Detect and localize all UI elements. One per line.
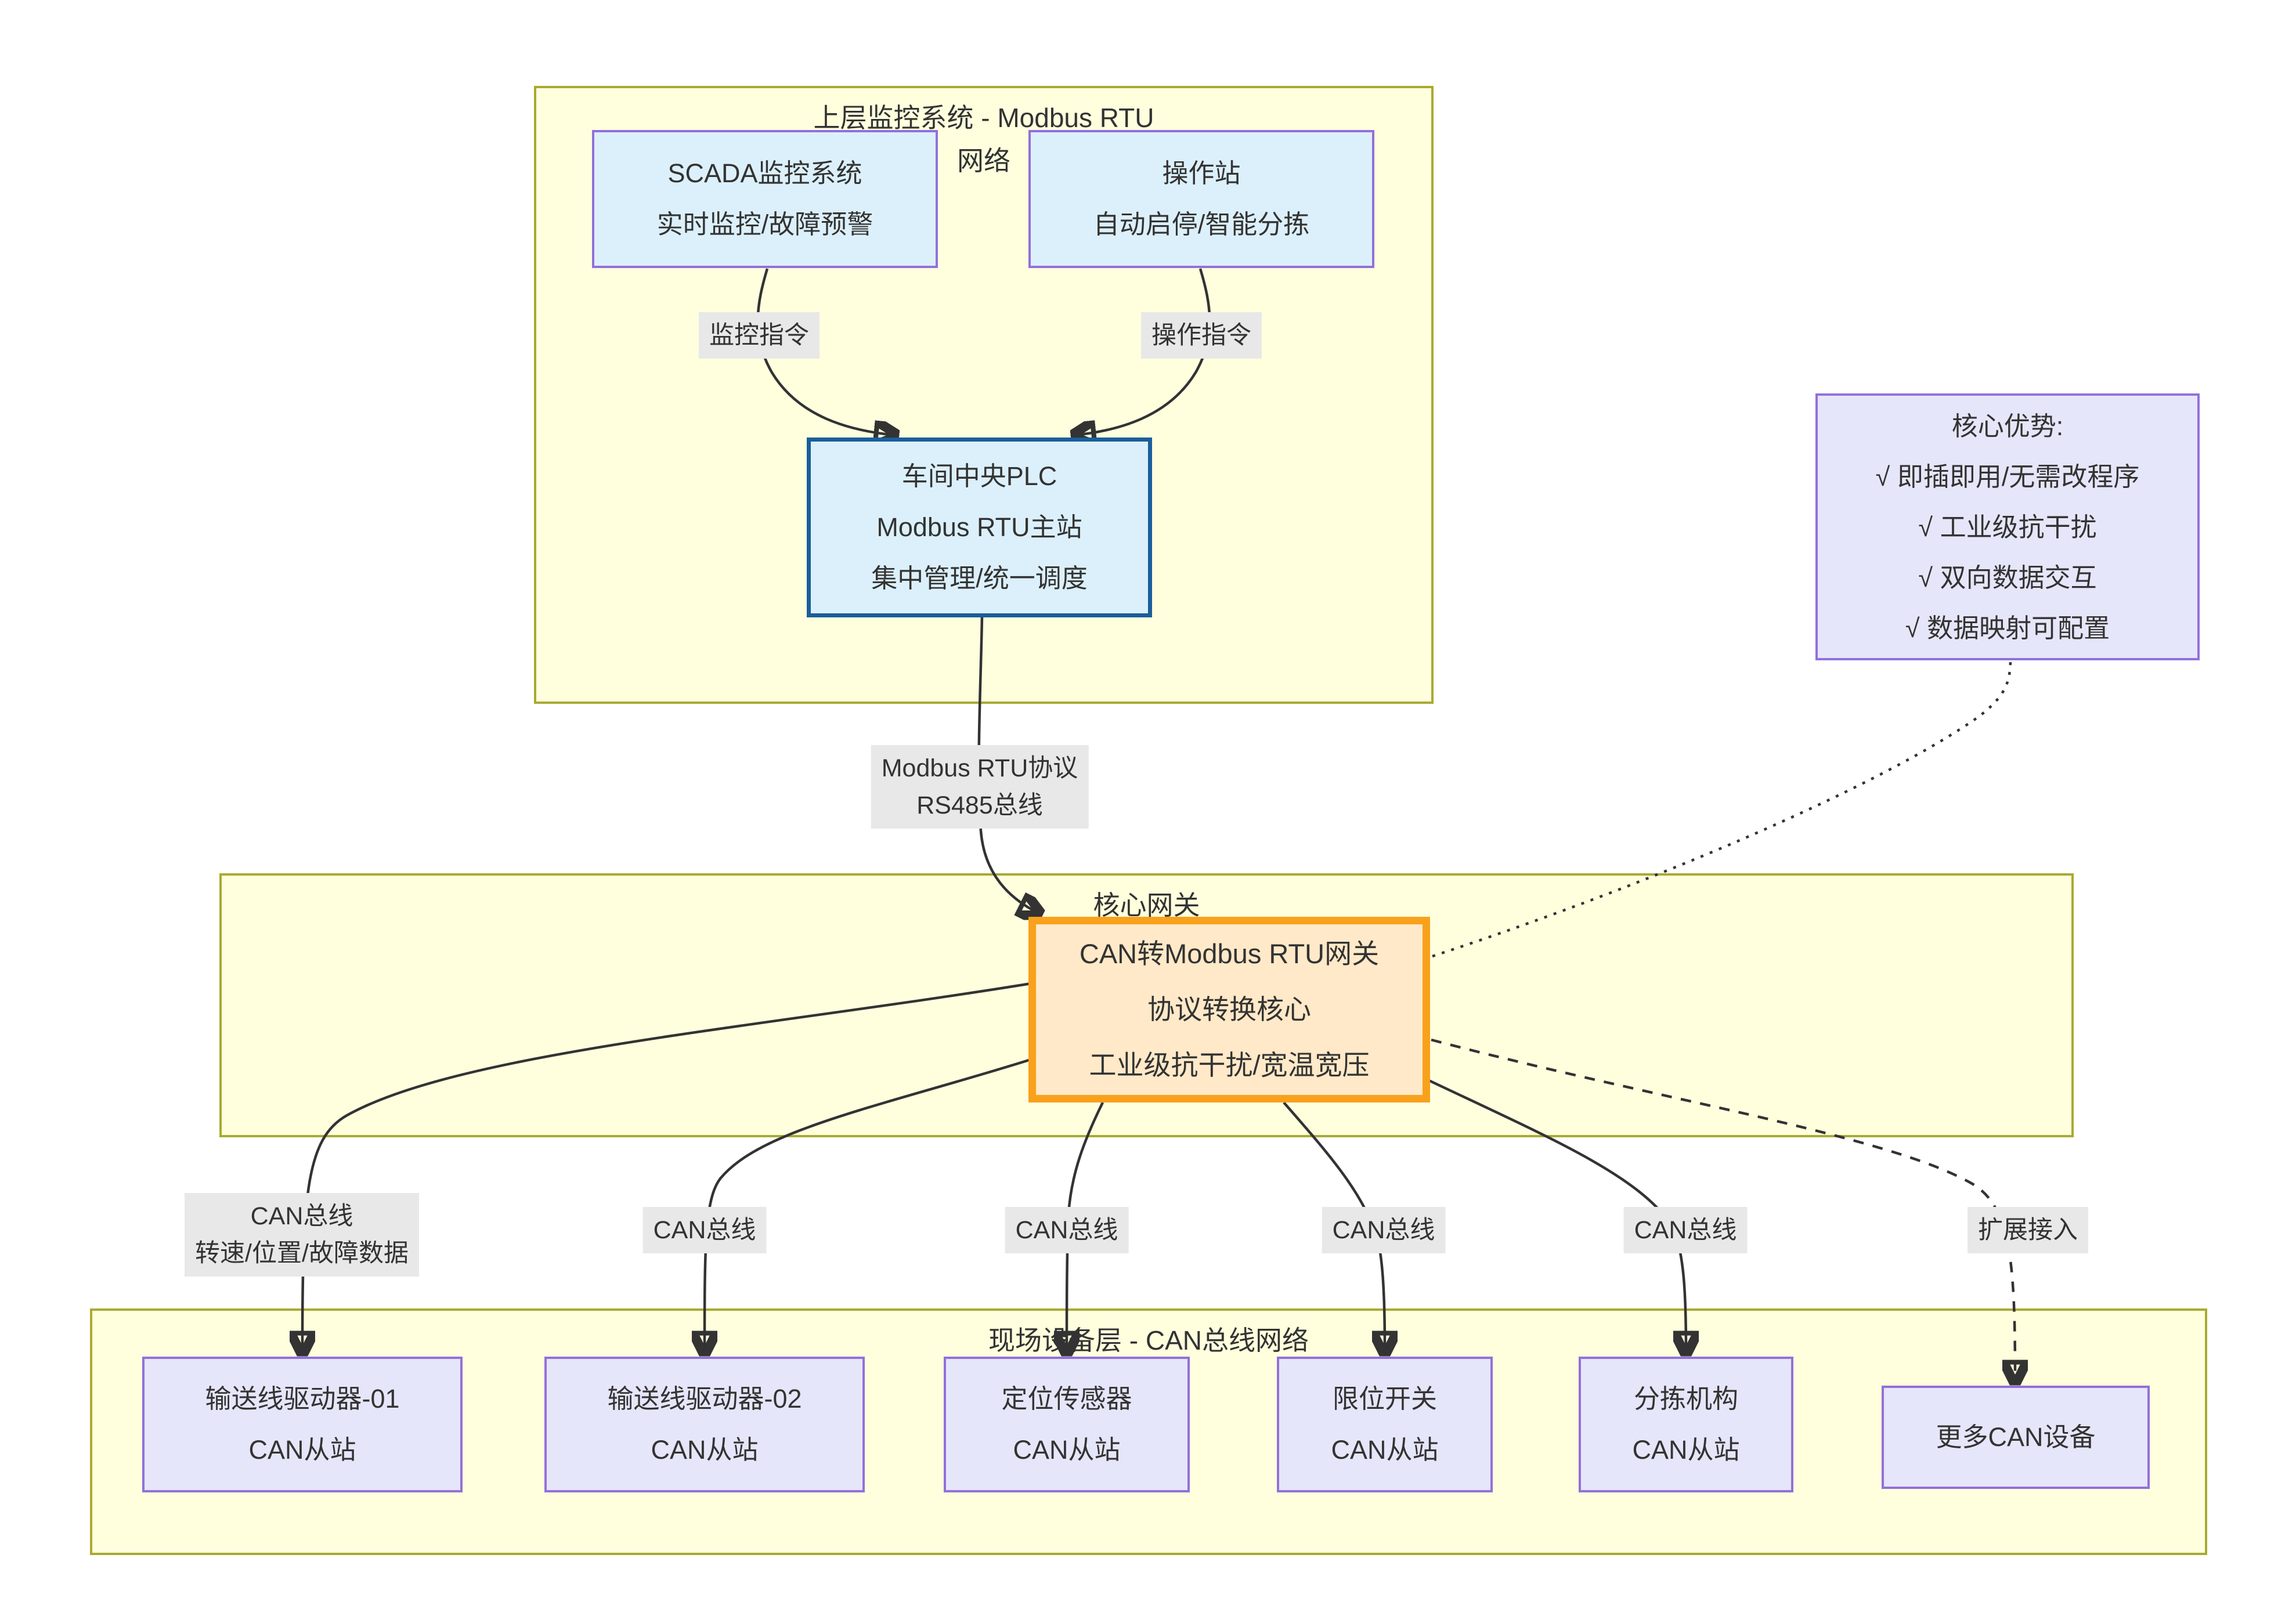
edge-gateway-to-sorter [1428,1079,1686,1352]
node-plc-line1: 车间中央PLC [901,461,1057,491]
node-limit-switch-line2: CAN从站 [1331,1435,1439,1465]
node-position-sensor: 定位传感器 CAN从站 [944,1357,1190,1492]
node-position-sensor-line2: CAN从站 [1013,1435,1121,1465]
node-sorter-line2: CAN从站 [1632,1435,1740,1465]
node-core-advantages: 核心优势: √ 即插即用/无需改程序 √ 工业级抗干扰 √ 双向数据交互 √ 数… [1815,393,2200,660]
node-can-modbus-gateway: CAN转Modbus RTU网关 协议转换核心 工业级抗干扰/宽温宽压 [1028,917,1430,1102]
edge-label-modbus-rs485: Modbus RTU协议 RS485总线 [871,745,1089,829]
edge-label-can3: CAN总线 [1005,1207,1129,1253]
node-drive01-line2: CAN从站 [248,1435,356,1465]
node-drive02: 输送线驱动器-02 CAN从站 [544,1357,865,1492]
edge-gateway-to-drive01 [302,982,1031,1352]
edge-label-can2: CAN总线 [642,1207,767,1253]
edge-label-expand: 扩展接入 [1968,1207,2088,1253]
node-plc-line2: Modbus RTU主站 [876,512,1082,542]
edge-gateway-to-advantages [1432,661,2012,958]
edge-scada-to-plc [756,268,895,435]
edge-label-can1-line2: 转速/位置/故障数据 [195,1239,409,1267]
node-operator-line1: 操作站 [1162,158,1241,188]
advantages-item-3: √ 双向数据交互 [1918,562,2097,592]
advantages-item-4: √ 数据映射可配置 [1905,613,2110,643]
node-drive02-line1: 输送线驱动器-02 [607,1384,802,1413]
edge-label-can5: CAN总线 [1623,1207,1748,1253]
edge-operator-to-plc [1075,268,1211,435]
node-central-plc: 车间中央PLC Modbus RTU主站 集中管理/统一调度 [807,438,1152,617]
node-drive02-line2: CAN从站 [651,1435,759,1465]
edge-label-operate-cmd: 操作指令 [1141,312,1262,359]
edge-gateway-to-more-devices [1431,1038,2015,1381]
node-sorter-line1: 分拣机构 [1633,1384,1738,1413]
node-operator-station: 操作站 自动启停/智能分拣 [1028,130,1374,268]
node-gateway-line1: CAN转Modbus RTU网关 [1079,938,1380,969]
edge-label-can1: CAN总线 转速/位置/故障数据 [185,1193,419,1277]
node-limit-switch-line1: 限位开关 [1332,1384,1437,1413]
node-scada-line2: 实时监控/故障预警 [656,209,873,239]
advantages-item-1: √ 即插即用/无需改程序 [1875,461,2140,491]
advantages-title: 核心优势: [1951,411,2064,441]
edge-label-monitor-cmd: 监控指令 [699,312,820,359]
node-more-can-devices: 更多CAN设备 [1882,1386,2150,1489]
node-operator-line2: 自动启停/智能分拣 [1093,209,1310,239]
node-gateway-line2: 协议转换核心 [1147,994,1311,1025]
edge-label-modbus-line2: RS485总线 [916,791,1043,819]
advantages-item-2: √ 工业级抗干扰 [1918,512,2097,542]
node-more-devices-line1: 更多CAN设备 [1936,1422,2096,1452]
node-scada-line1: SCADA监控系统 [667,158,862,188]
node-limit-switch: 限位开关 CAN从站 [1277,1357,1493,1492]
edge-label-modbus-line1: Modbus RTU协议 [881,754,1078,782]
node-drive01: 输送线驱动器-01 CAN从站 [142,1357,463,1492]
node-scada: SCADA监控系统 实时监控/故障预警 [592,130,938,268]
node-sorting-mechanism: 分拣机构 CAN从站 [1579,1357,1793,1492]
node-position-sensor-line1: 定位传感器 [1001,1384,1132,1413]
edge-gateway-to-drive02 [705,1058,1031,1352]
edge-label-can4: CAN总线 [1322,1207,1446,1253]
node-gateway-line3: 工业级抗干扰/宽温宽压 [1089,1050,1370,1080]
node-drive01-line1: 输送线驱动器-01 [205,1384,400,1413]
edge-label-can1-line1: CAN总线 [250,1202,353,1230]
node-plc-line3: 集中管理/统一调度 [871,563,1088,593]
